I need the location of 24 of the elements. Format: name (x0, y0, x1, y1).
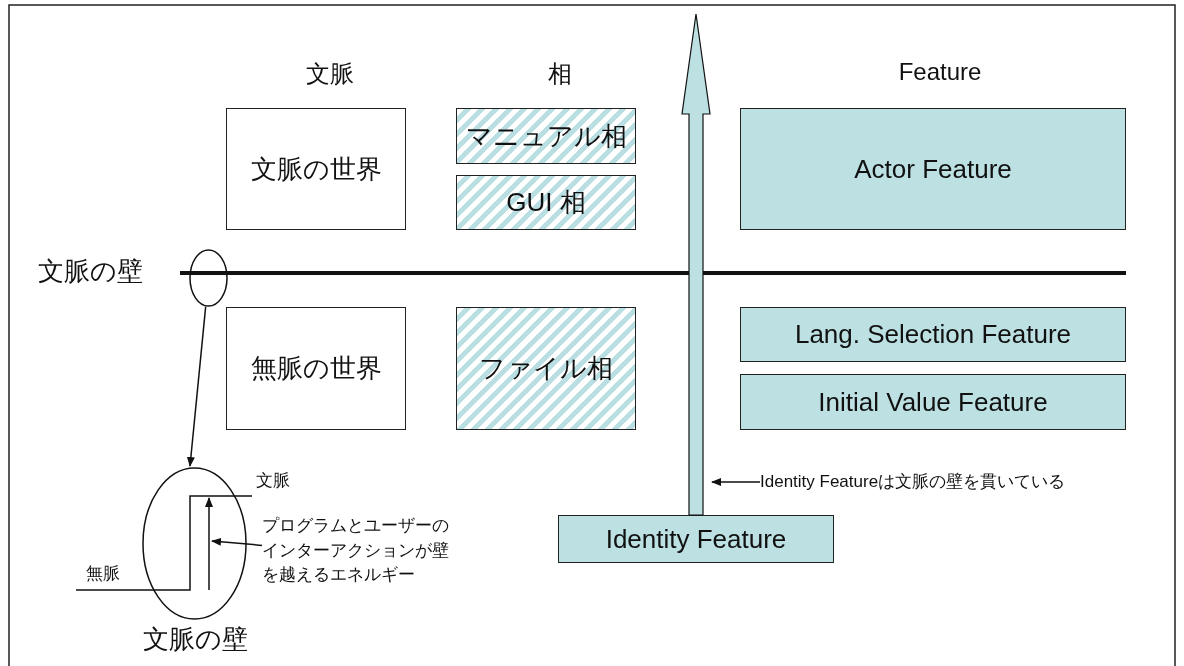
zoom-ellipse (142, 467, 247, 620)
wall-label: 文脈の壁 (36, 255, 144, 288)
callout-text: Identity Featureは文脈の壁を貫いている (760, 470, 1170, 494)
leader-line (711, 478, 761, 486)
block-arrow (681, 13, 711, 516)
feature-box: Initial Value Feature (740, 374, 1126, 430)
feature-box: Actor Feature (740, 108, 1126, 230)
phase-box: ファイル相 (456, 307, 636, 430)
world-box: 無脈の世界 (226, 307, 406, 430)
level-label: 無脈 (85, 563, 121, 585)
callout-text: プログラムとユーザーのインターアクションが壁を越えるエネルギー (262, 514, 458, 594)
feature-box: Identity Feature (558, 515, 834, 563)
phase-box: GUI 相 (456, 175, 636, 230)
highlight-ellipse (189, 249, 228, 307)
level-label: 文脈 (255, 470, 291, 492)
column-heading: 文脈 (305, 59, 355, 89)
column-heading: 相 (547, 59, 573, 89)
arrow (211, 537, 263, 547)
ellipse-caption: 文脈の壁 (141, 623, 249, 656)
phase-box: マニュアル相 (456, 108, 636, 164)
column-heading: Feature (897, 58, 983, 86)
world-box: 文脈の世界 (226, 108, 406, 230)
feature-box: Lang. Selection Feature (740, 307, 1126, 362)
arrow (186, 305, 207, 467)
